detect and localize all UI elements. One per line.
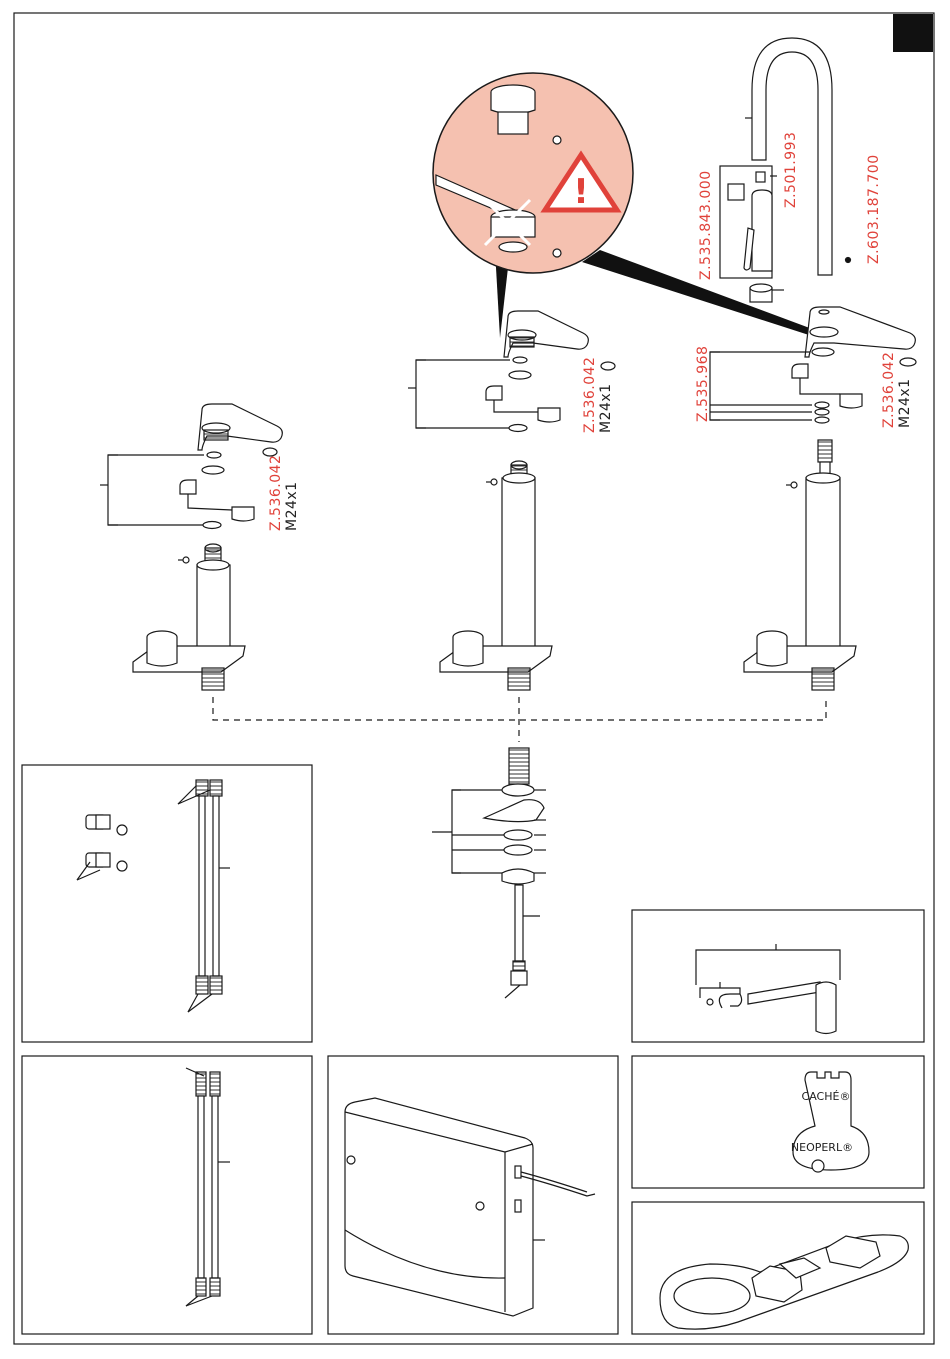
hose-adapter-parts (77, 780, 230, 1012)
warning-glyph: ! (573, 172, 589, 212)
mixer-variant-left (100, 404, 282, 690)
mounting-set (432, 748, 546, 998)
page-tab-marker (893, 14, 933, 52)
part-label-mixer-right: Z.536.042 (881, 352, 897, 428)
control-box (345, 1098, 595, 1316)
wrench (660, 1235, 908, 1329)
panel-hoses (22, 1056, 312, 1334)
panel-hose-adapters (22, 765, 312, 1042)
tool-brand-top: CACHÉ® (802, 1090, 851, 1103)
part-label-seal-set: Z.535.968 (695, 346, 711, 422)
panel-aerator-key (632, 1056, 924, 1188)
thread-label-middle: M24x1 (598, 383, 614, 433)
part-label-mixer-left: Z.536.042 (268, 455, 284, 531)
hose-pair (186, 1068, 230, 1306)
panel-lever-kit (632, 910, 924, 1042)
part-label-mixer-middle: Z.536.042 (582, 357, 598, 433)
lever-kit-parts (696, 944, 840, 1034)
aerator-key (793, 1072, 869, 1172)
thread-label-right: M24x1 (897, 378, 913, 428)
part-label-aerator: Z.501.993 (783, 132, 799, 208)
thread-label-left: M24x1 (284, 481, 300, 531)
part-label-spray-head: Z.535.843.000 (698, 170, 714, 280)
part-label-spout-pin: Z.603.187.700 (866, 154, 882, 264)
tool-brand-bottom: NEOPERL® (791, 1141, 853, 1154)
